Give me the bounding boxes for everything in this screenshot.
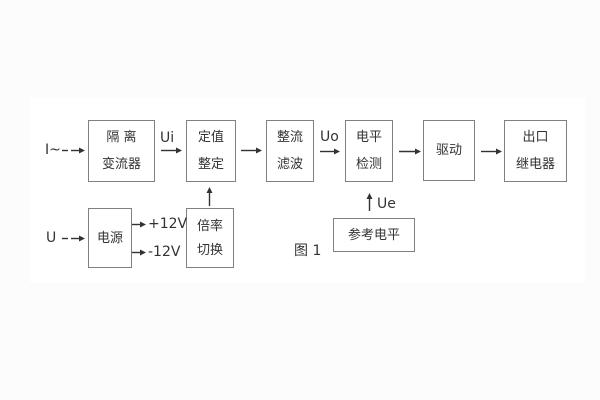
block-setting-line1: 定值 <box>197 130 224 145</box>
block-power-line1: 电源 <box>96 230 123 246</box>
block-level-detect: 电平 检测 <box>345 120 393 182</box>
label-input-voltage: U <box>46 230 57 246</box>
block-rectifier-line2: 滤波 <box>276 157 303 172</box>
block-level-line1: 电平 <box>355 130 382 145</box>
block-drive-line1: 驱动 <box>435 143 462 158</box>
block-drive: 驱动 <box>423 120 475 181</box>
label-plus12v: +12V <box>148 216 188 232</box>
block-rectifier-filter: 整流 滤波 <box>266 120 314 182</box>
label-ue: Ue <box>377 196 396 212</box>
label-ui: Ui <box>160 130 175 146</box>
block-isolation-transformer: 隔 离 变流器 <box>88 120 155 182</box>
block-ratio-line1: 倍率 <box>196 218 223 234</box>
block-isolation-line1: 隔 离 <box>106 130 137 145</box>
block-setting-line2: 整定 <box>197 157 224 172</box>
label-uo: Uo <box>320 129 339 145</box>
label-minus12v: -12V <box>148 244 181 260</box>
block-isolation-line2: 变流器 <box>101 157 141 172</box>
block-rectifier-line1: 整流 <box>276 130 303 145</box>
block-output-relay: 出口 继电器 <box>504 120 567 182</box>
block-setting-adjust: 定值 整定 <box>186 120 236 182</box>
figure-caption: 图 1 <box>294 243 322 259</box>
block-ratio-switch: 倍率 切换 <box>186 208 234 268</box>
block-power-supply: 电源 <box>88 208 132 268</box>
block-reference-level: 参考电平 <box>333 218 415 252</box>
label-input-current: I~ <box>45 142 61 158</box>
block-reference-line1: 参考电平 <box>347 227 400 243</box>
block-output-line2: 继电器 <box>515 157 555 172</box>
block-level-line2: 检测 <box>355 157 382 172</box>
block-ratio-line2: 切换 <box>196 242 223 258</box>
block-output-line1: 出口 <box>522 130 549 145</box>
